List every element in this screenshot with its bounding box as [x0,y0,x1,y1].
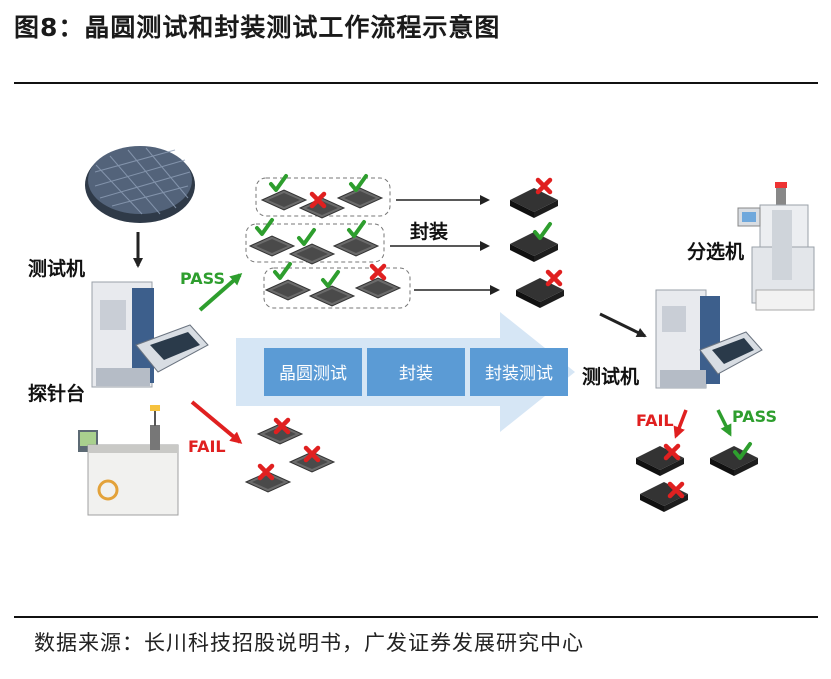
final-fail-chip-1 [636,446,684,476]
failed-dies [245,420,335,493]
final-fail-chip-2 [640,482,688,512]
tester-right-label: 测试机 [582,366,639,388]
tester-machine-left [91,281,209,388]
fail-arrow-left [190,400,243,444]
packaged-chip-1 [510,180,558,218]
packaged-chip-3 [516,272,564,308]
passed-die-group-3 [263,262,411,309]
title-divider [14,82,818,84]
pass-label-left: PASS [180,269,225,288]
process-step-3-box [470,348,568,396]
sorter-label: 分选机 [687,241,744,263]
footer-divider [14,616,818,618]
source-note: 数据来源：长川科技招股说明书，广发证券发展研究中心 [34,631,584,655]
fail-label-left: FAIL [188,437,226,456]
process-step-1-box [264,348,362,396]
process-flow: 晶圆测试 封装 封装测试 [236,312,575,432]
figure-title: 图8：晶圆测试和封装测试工作流程示意图 [14,13,501,42]
pass-arrow-right [716,409,732,437]
packaging-label: 封装 [410,220,448,243]
pass-arrow-left [198,273,243,312]
process-step-1: 晶圆测试 [279,364,347,384]
fail-arrow-right [673,409,688,439]
sorter-machine [737,182,815,311]
tester-left-label: 测试机 [28,258,85,280]
to-right-tester-arrow [599,312,647,338]
final-pass-chip [710,442,758,476]
process-step-2-box [367,348,465,396]
passed-die-group-2 [245,218,385,265]
process-step-3: 封装测试 [485,364,553,384]
tester-machine-right [655,289,763,389]
prober-label: 探针台 [28,382,85,405]
pass-label-right: PASS [732,407,777,426]
packaged-chip-2 [510,222,558,262]
fail-label-right: FAIL [636,411,674,430]
passed-die-group-1 [255,174,391,219]
wafer-image [85,146,195,223]
process-step-2: 封装 [399,364,433,384]
prober-machine [78,405,179,516]
